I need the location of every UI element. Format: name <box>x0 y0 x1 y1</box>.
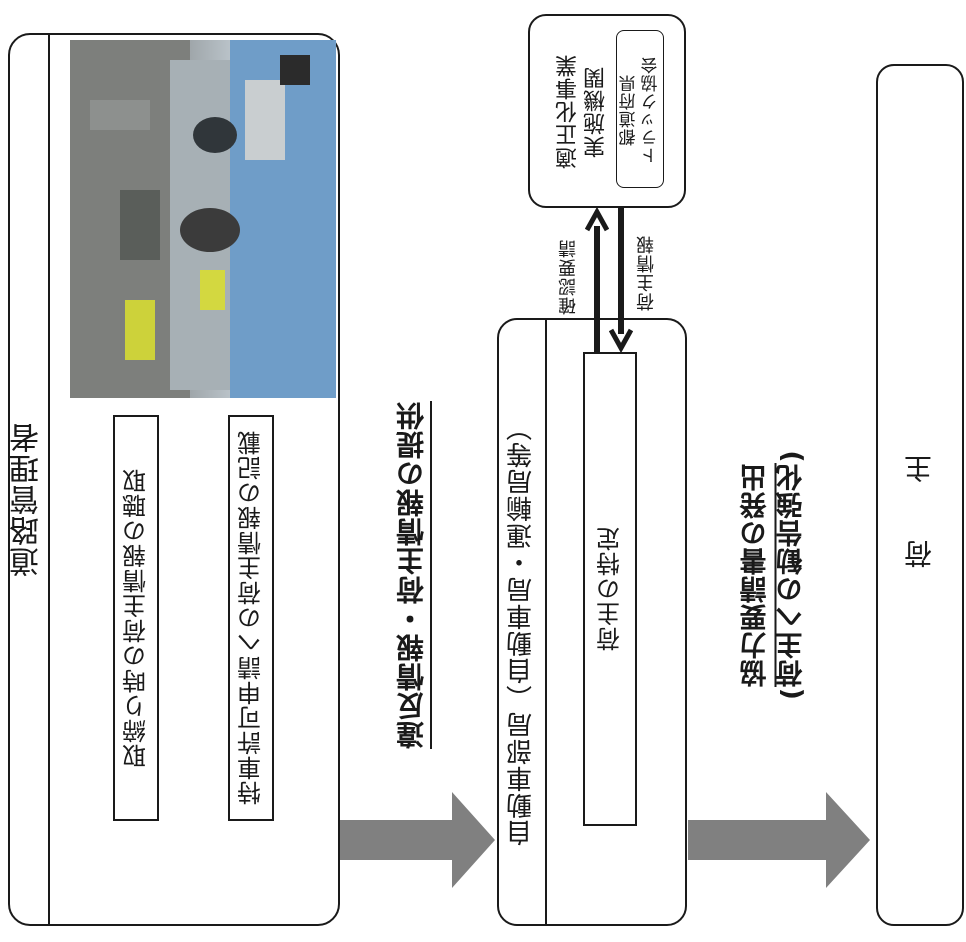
tekiseika-line2: 実施機関 <box>584 66 609 158</box>
shipper-info-arrow <box>609 208 633 352</box>
issue-label-line1: 協力要請書の発出 <box>740 463 772 687</box>
item-permit-text: 特車許可申請への荷主情報の記載 <box>237 430 266 806</box>
confirm-request-label: 確認要請 <box>558 239 579 315</box>
identify-box <box>583 352 637 826</box>
shipper-info-label: 荷主情報 <box>636 235 657 311</box>
inspection-photo <box>70 40 336 398</box>
tekiseika-line1: 適正化事業 <box>556 54 581 170</box>
transport-bureau-title: 自動車部局（自動車局・運輸局等） <box>506 414 537 846</box>
road-manager-header-divider <box>48 33 50 926</box>
identify-text: 荷主の特定 <box>596 526 625 652</box>
shipper-box <box>876 64 964 926</box>
shipper-title: 荷 主 <box>903 431 936 569</box>
tekiseika-box <box>528 14 686 208</box>
tekiseika-bracket <box>616 30 664 188</box>
confirm-request-arrow <box>585 208 609 352</box>
provide-label: 違反情報・荷主情報の提供 <box>395 401 428 749</box>
issue-label-line2: (荷主への勧告強化) <box>776 449 808 701</box>
item-hearing-box <box>113 415 159 821</box>
transport-bureau-divider <box>545 318 547 926</box>
item-permit-box <box>228 415 274 821</box>
tekiseika-line4: トラック協会 <box>641 56 662 164</box>
item-hearing-text: 取締り時の荷主情報の聴取 <box>122 468 151 768</box>
photo-illustration <box>70 40 336 398</box>
road-manager-title: 道路管理者 <box>10 422 45 578</box>
tekiseika-line3: 都道府県 <box>619 74 640 146</box>
provide-arrow <box>340 792 495 888</box>
issue-arrow <box>688 792 870 888</box>
